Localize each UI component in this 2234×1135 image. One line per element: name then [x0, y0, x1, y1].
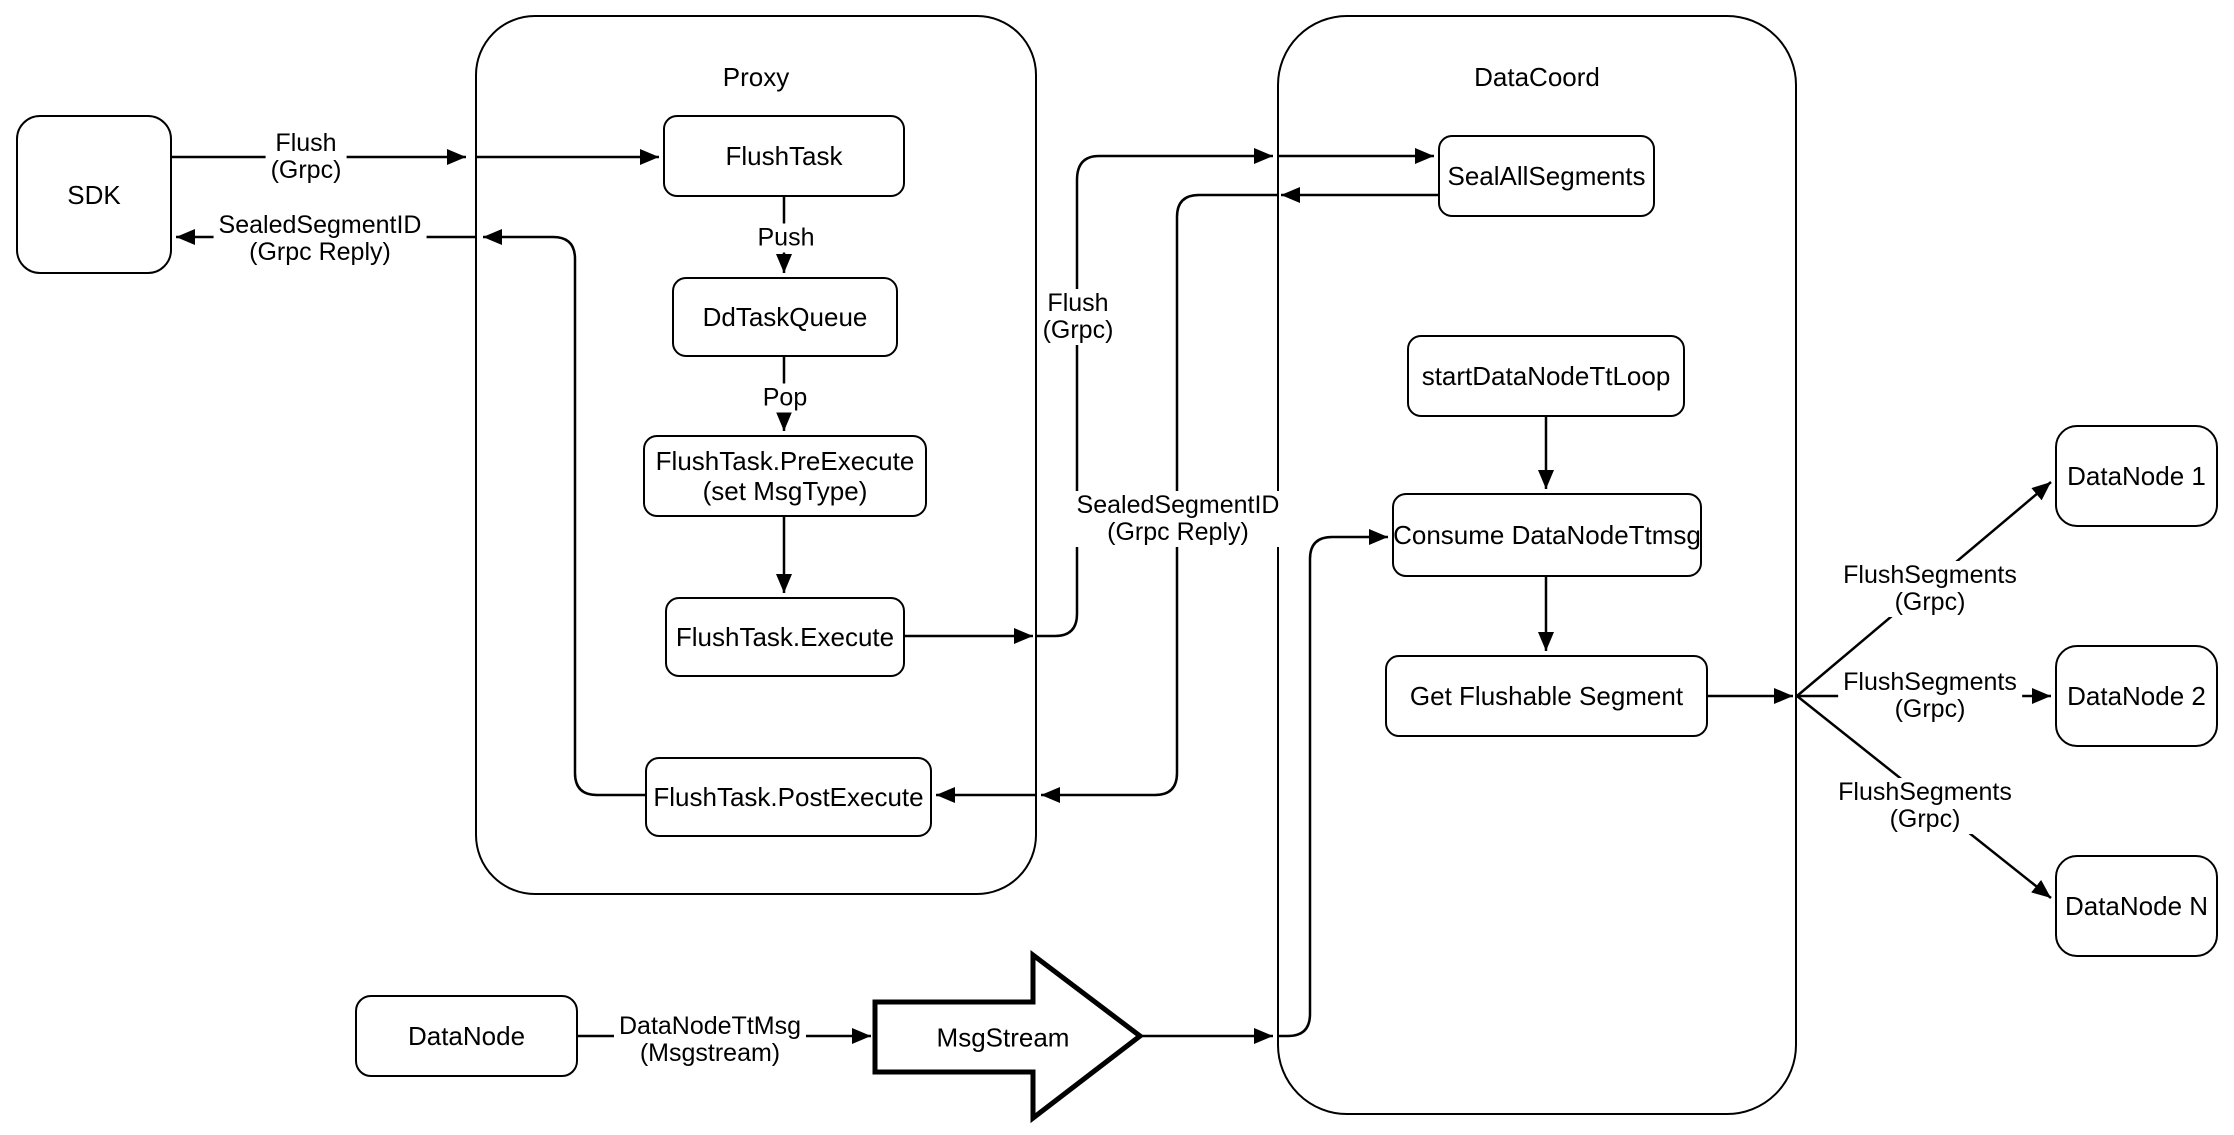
proxy-container — [475, 15, 1037, 895]
node-datanode-n: DataNode N — [2055, 855, 2218, 957]
node-pre-execute: FlushTask.PreExecute (set MsgType) — [643, 435, 927, 517]
msgstream-label: MsgStream — [937, 1023, 1070, 1054]
edge-label-flushsegments-2-line1: FlushSegments — [1843, 668, 2017, 696]
edge-label-sealed-sdk-line1: SealedSegmentID — [218, 211, 422, 239]
edge-label-flush-sdk-line2: (Grpc) — [270, 156, 342, 184]
edge-label-flush-sdk-line1: Flush — [275, 129, 337, 157]
edge-label-sealed-sdk-line2: (Grpc Reply) — [249, 238, 391, 266]
edge-label-datanode-ttmsg-line2: (Msgstream) — [639, 1039, 781, 1067]
edge-label-pop-text: Pop — [762, 383, 808, 412]
edge-label-datanode-ttmsg: DataNodeTtMsg (Msgstream) — [613, 1012, 807, 1068]
node-dd-task-queue-label: DdTaskQueue — [702, 302, 868, 332]
proxy-container-title: Proxy — [722, 62, 790, 92]
node-seal-all-segments-label: SealAllSegments — [1447, 161, 1646, 191]
edge-label-datanode-ttmsg-line1: DataNodeTtMsg — [618, 1012, 802, 1040]
node-datanode-bottom-label: DataNode — [407, 1021, 526, 1051]
edge-label-flushsegments-3-line1: FlushSegments — [1838, 778, 2012, 806]
node-get-flushable-segment-label: Get Flushable Segment — [1409, 681, 1684, 711]
node-datanode-1: DataNode 1 — [2055, 425, 2218, 527]
node-seal-all-segments: SealAllSegments — [1438, 135, 1655, 217]
node-get-flushable-segment: Get Flushable Segment — [1385, 655, 1708, 737]
edge-label-flushsegments-3: FlushSegments (Grpc) — [1833, 778, 2017, 834]
node-start-datanode-tt-loop: startDataNodeTtLoop — [1407, 335, 1685, 417]
node-execute: FlushTask.Execute — [665, 597, 905, 677]
msgstream-label-text: MsgStream — [936, 1022, 1070, 1053]
edge-label-sealed-mid: SealedSegmentID (Grpc Reply) — [1071, 491, 1285, 547]
edge-label-flushsegments-1-line2: (Grpc) — [1894, 588, 1966, 616]
edge-label-flushsegments-2-line2: (Grpc) — [1894, 695, 1966, 723]
edge-label-sealed-sdk: SealedSegmentID (Grpc Reply) — [213, 211, 427, 267]
node-consume-datanode-ttmsg: Consume DataNodeTtmsg — [1392, 493, 1702, 577]
edge-label-flushsegments-1: FlushSegments (Grpc) — [1838, 561, 2022, 617]
node-post-execute: FlushTask.PostExecute — [645, 757, 932, 837]
edge-label-flush-mid: Flush (Grpc) — [1037, 289, 1119, 345]
datacoord-container-title: DataCoord — [1474, 62, 1600, 92]
node-pre-execute-label-line2: (set MsgType) — [702, 476, 868, 506]
node-consume-datanode-ttmsg-label: Consume DataNodeTtmsg — [1393, 520, 1701, 550]
node-sdk: SDK — [16, 115, 172, 274]
node-post-execute-label: FlushTask.PostExecute — [653, 782, 924, 812]
edge-flush-up-to-datacoord — [1037, 148, 1273, 638]
edge-label-flush-mid-line1: Flush — [1047, 289, 1109, 317]
node-datanode-2: DataNode 2 — [2055, 645, 2218, 747]
node-pre-execute-label-line1: FlushTask.PreExecute — [655, 446, 915, 476]
edge-label-push: Push — [752, 223, 820, 253]
edge-label-flush-sdk: Flush (Grpc) — [265, 129, 347, 185]
edge-label-sealed-mid-line2: (Grpc Reply) — [1107, 518, 1249, 546]
node-datanode-n-label: DataNode N — [2064, 891, 2209, 921]
edge-label-push-text: Push — [757, 223, 815, 252]
edge-label-pop: Pop — [757, 383, 813, 413]
node-dd-task-queue: DdTaskQueue — [672, 277, 898, 357]
node-sdk-label: SDK — [67, 179, 121, 210]
edge-label-sealed-mid-line1: SealedSegmentID — [1076, 491, 1280, 519]
node-datanode-2-label: DataNode 2 — [2067, 681, 2206, 711]
node-flush-task-label: FlushTask — [725, 141, 843, 171]
edge-label-flushsegments-2: FlushSegments (Grpc) — [1838, 668, 2022, 724]
edge-label-flushsegments-1-line1: FlushSegments — [1843, 561, 2017, 589]
edge-label-flush-mid-line2: (Grpc) — [1042, 316, 1114, 344]
node-execute-label: FlushTask.Execute — [675, 622, 895, 652]
node-datanode-bottom: DataNode — [355, 995, 578, 1077]
edge-label-flushsegments-3-line2: (Grpc) — [1889, 805, 1961, 833]
node-datanode-1-label: DataNode 1 — [2067, 461, 2206, 491]
node-start-datanode-tt-loop-label: startDataNodeTtLoop — [1421, 361, 1671, 391]
node-flush-task: FlushTask — [663, 115, 905, 197]
